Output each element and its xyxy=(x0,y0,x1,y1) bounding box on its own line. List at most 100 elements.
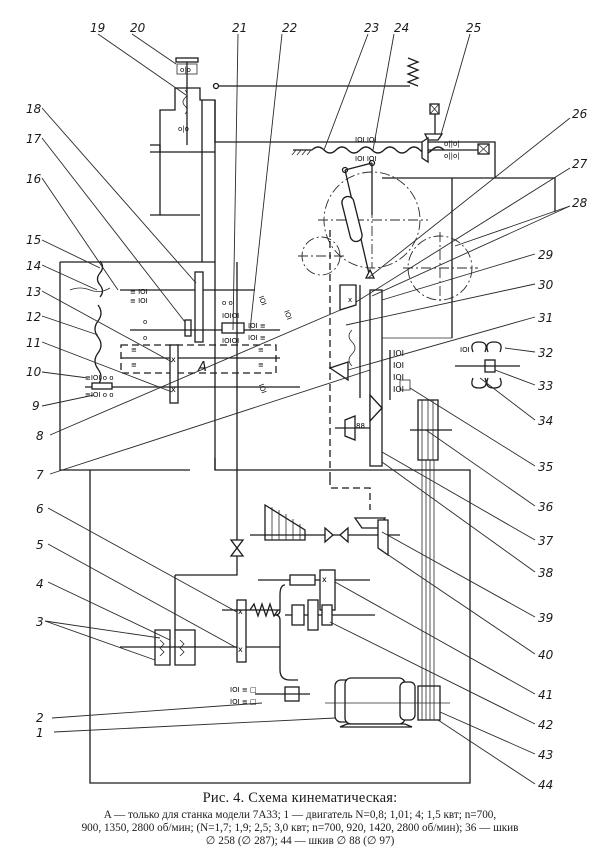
label-32: 32 xyxy=(538,346,554,360)
svg-text:o: o xyxy=(143,334,147,342)
worm-icon xyxy=(348,329,356,367)
gearbox-frame xyxy=(59,262,190,471)
svg-text:≡: ≡ xyxy=(258,346,264,354)
svg-text:x: x xyxy=(238,607,243,616)
label-3: 3 xyxy=(36,615,44,629)
caption-body: A — только для станка модели 7А33; 1 — д… xyxy=(0,807,600,848)
svg-text:IOI: IOI xyxy=(393,361,404,370)
bevel-gear-pair-icon xyxy=(339,284,357,311)
inset-label-A: A xyxy=(198,360,207,375)
svg-text:IOI: IOI xyxy=(257,295,268,307)
svg-text:o: o xyxy=(143,318,147,326)
label-43: 43 xyxy=(538,748,554,762)
label-22: 22 xyxy=(282,21,298,35)
figure-caption: Рис. 4. Схема кинематическая: A — только… xyxy=(0,790,600,848)
rocker-lever xyxy=(341,159,376,279)
caption-line: A — только для станка модели 7А33; 1 — д… xyxy=(103,809,497,821)
label-13: 13 xyxy=(26,285,42,299)
handwheel-assembly: o|o o|o xyxy=(175,57,199,145)
head-bracket xyxy=(150,144,161,153)
label-10: 10 xyxy=(26,365,42,379)
svg-text:≡: ≡ xyxy=(131,346,137,354)
label-17: 17 xyxy=(26,132,42,146)
label-5: 5 xyxy=(36,538,44,552)
svg-text:IOI: IOI xyxy=(393,349,404,358)
spring-icon xyxy=(406,57,420,87)
label-41: 41 xyxy=(538,688,554,702)
motor-icon xyxy=(344,677,406,725)
kinematic-diagram: o|o o|o IOI IOI IOI IOI o||o| o||o| xyxy=(41,33,571,785)
label-18: 18 xyxy=(26,102,42,116)
label-20: 20 xyxy=(130,21,146,35)
label-34: 34 xyxy=(538,414,554,428)
label-42: 42 xyxy=(538,718,554,732)
label-33: 33 xyxy=(538,379,554,393)
svg-text:IOI: IOI xyxy=(393,385,404,394)
spindle-sleeve xyxy=(369,289,383,467)
label-36: 36 xyxy=(538,500,554,514)
gear-18 xyxy=(194,271,204,343)
svg-text:IOI ≡ □: IOI ≡ □ xyxy=(230,698,257,706)
svg-text:IOI ≡ □: IOI ≡ □ xyxy=(230,686,257,694)
label-15: 15 xyxy=(26,233,42,247)
gear-circles xyxy=(298,171,478,304)
svg-text:IOI: IOI xyxy=(460,346,470,354)
label-9: 9 xyxy=(32,399,40,413)
caption-title: Рис. 4. Схема кинематическая: xyxy=(202,790,398,806)
label-31: 31 xyxy=(538,311,554,325)
svg-text:IOI: IOI xyxy=(257,383,268,395)
svg-text:o o: o o xyxy=(222,299,233,307)
housing-outlines xyxy=(59,82,556,784)
gearbox: ≡ IOI ≡ IOI o o o o IOIOI IOIOI IOI ≡ IO… xyxy=(69,260,300,555)
pivot-point xyxy=(212,82,220,90)
svg-text:IOI ≡: IOI ≡ xyxy=(248,334,266,342)
cone-pulley-icon xyxy=(264,503,306,541)
gear-5-6 xyxy=(236,599,247,663)
spring-icon-lower xyxy=(249,601,279,619)
feed-screw: IOI IOI IOI IOI o||o| o||o| xyxy=(291,103,490,164)
svg-text:88: 88 xyxy=(356,422,365,430)
gear-17 xyxy=(184,319,192,337)
svg-text:≡IOI o o: ≡IOI o o xyxy=(85,374,114,382)
gear-block-13-11 xyxy=(169,344,179,404)
svg-text:IOI IOI: IOI IOI xyxy=(355,136,377,144)
label-30: 30 xyxy=(538,278,554,292)
handwheel-icon xyxy=(175,57,199,63)
label-35: 35 xyxy=(538,460,554,474)
svg-text:x: x xyxy=(238,645,243,654)
label-23: 23 xyxy=(364,21,380,35)
label-19: 19 xyxy=(90,21,106,35)
label-40: 40 xyxy=(538,648,554,662)
label-16: 16 xyxy=(26,172,42,186)
svg-text:IOI IOI: IOI IOI xyxy=(355,155,377,163)
label-14: 14 xyxy=(26,259,42,273)
caption-line: 900, 1350, 2800 об/мин; (N=1,7; 1,9; 2,5… xyxy=(81,822,519,834)
right-column-top xyxy=(382,177,556,212)
label-21: 21 xyxy=(232,21,248,35)
label-7: 7 xyxy=(36,468,44,482)
label-28: 28 xyxy=(572,196,588,210)
label-39: 39 xyxy=(538,611,554,625)
label-37: 37 xyxy=(538,534,554,548)
label-4: 4 xyxy=(36,577,44,591)
label-12: 12 xyxy=(26,310,42,324)
worm-icon-14 xyxy=(69,287,111,292)
svg-text:x: x xyxy=(171,385,176,394)
svg-text:x: x xyxy=(322,575,327,584)
inset-box-A xyxy=(120,344,277,374)
svg-text:x: x xyxy=(171,355,176,364)
svg-text:≡: ≡ xyxy=(258,361,264,369)
svg-text:IOI: IOI xyxy=(393,373,404,382)
label-6: 6 xyxy=(36,502,44,516)
label-29: 29 xyxy=(538,248,554,262)
caption-line: ∅ 258 (∅ 287); 44 — шкив ∅ 88 (∅ 97) xyxy=(205,835,395,847)
label-25: 25 xyxy=(466,21,482,35)
leader-lines xyxy=(41,33,571,785)
label-8: 8 xyxy=(36,429,44,443)
svg-text:≡ IOI: ≡ IOI xyxy=(130,297,148,305)
worm-screw-icon xyxy=(182,89,188,115)
svg-text:IOIOI: IOIOI xyxy=(222,337,239,345)
valve-icon xyxy=(229,539,245,550)
svg-text:IOIOI: IOIOI xyxy=(222,312,239,320)
label-1: 1 xyxy=(36,726,44,740)
